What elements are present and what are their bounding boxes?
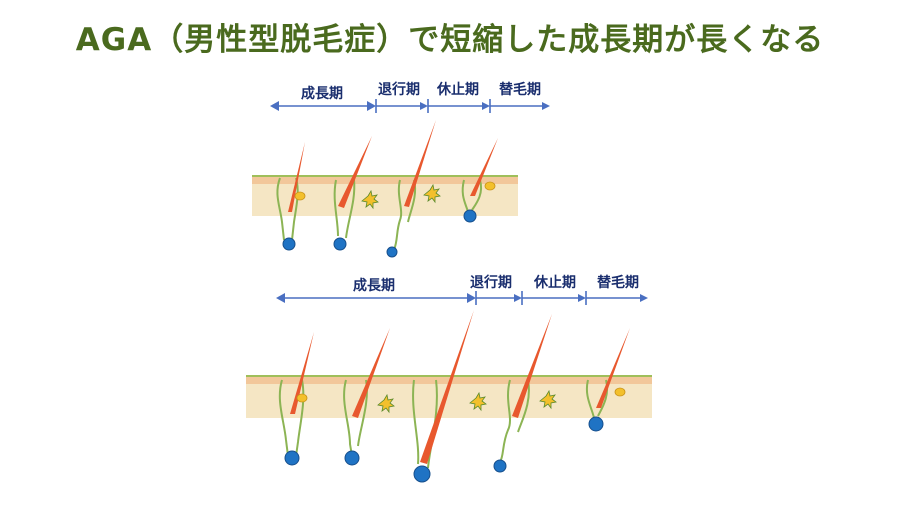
bottom-follicle-anagen-1 <box>278 332 314 466</box>
hair-shaft <box>420 310 474 464</box>
bottom-phase-timeline <box>276 291 648 305</box>
top-phase-label-catagen: 退行期 <box>378 81 420 98</box>
hair-bulb <box>413 465 431 483</box>
top-phase-timeline <box>270 99 550 113</box>
top-follicle-catagen <box>386 120 441 258</box>
bottom-follicle-anagen-3 <box>412 310 487 483</box>
sebaceous-gland <box>484 181 496 191</box>
top-catagen-arrowhead <box>420 102 428 110</box>
bottom-follicle-catagen <box>493 314 557 473</box>
top-follicle-anagen <box>276 142 306 251</box>
bottom-follicle-telogen <box>585 328 630 432</box>
hair-shaft <box>404 120 436 207</box>
sebaceous-gland <box>614 387 626 397</box>
hair-bulb <box>284 450 300 466</box>
bottom-follicle-anagen-2 <box>343 328 395 466</box>
top-telogen-arrowhead <box>482 102 490 110</box>
hair-shaft <box>512 314 552 418</box>
bottom-phase-label-anagen: 成長期 <box>353 277 395 294</box>
top-follicle-anagen-2 <box>333 136 379 251</box>
hair-shaft <box>338 136 372 208</box>
bottom-catagen-arrowhead <box>514 294 522 302</box>
bottom-anagen-arrowhead-right <box>467 293 476 303</box>
hair-bulb <box>333 237 347 251</box>
top-phase-label-telogen: 休止期 <box>436 81 479 98</box>
hair-shaft <box>470 138 498 196</box>
sebaceous-gland <box>469 391 487 412</box>
top-phase-label-anagen: 成長期 <box>301 85 343 102</box>
bottom-phase-label-catagen: 退行期 <box>470 274 512 291</box>
top-anagen-arrowhead-right <box>367 101 376 111</box>
hair-shaft <box>596 328 630 408</box>
hair-bulb <box>588 416 604 432</box>
bottom-anagen-arrowhead-left <box>276 293 285 303</box>
bottom-phase-label-telogen: 休止期 <box>533 274 576 291</box>
hair-bulb <box>282 237 296 251</box>
sebaceous-gland <box>294 191 306 201</box>
hair-bulb <box>493 459 507 473</box>
hair-shaft <box>352 328 390 418</box>
top-anagen-arrowhead-left <box>270 101 279 111</box>
bottom-exogen-arrowhead <box>640 294 648 302</box>
hair-shaft <box>290 332 314 414</box>
bottom-phase-label-exogen: 替毛期 <box>597 274 639 291</box>
top-phase-label-exogen: 替毛期 <box>499 81 541 98</box>
hair-bulb <box>386 246 398 258</box>
hair-shaft <box>288 142 305 212</box>
sebaceous-gland <box>361 189 379 210</box>
top-follicle-telogen <box>461 138 498 223</box>
hair-bulb <box>463 209 477 223</box>
sebaceous-gland <box>377 393 395 414</box>
sebaceous-gland <box>296 393 308 403</box>
top-exogen-arrowhead <box>542 102 550 110</box>
bottom-telogen-arrowhead <box>578 294 586 302</box>
sebaceous-gland <box>423 183 441 204</box>
bottom-hair-cycle-diagram: 成長期 退行期 休止期 替毛期 <box>246 274 652 483</box>
slide-title: AGA（男性型脱毛症）で短縮した成長期が長くなる <box>75 22 825 58</box>
top-hair-cycle-diagram: 成長期 退行期 休止期 替毛期 <box>252 81 550 258</box>
sebaceous-gland <box>539 389 557 410</box>
hair-bulb <box>344 450 360 466</box>
